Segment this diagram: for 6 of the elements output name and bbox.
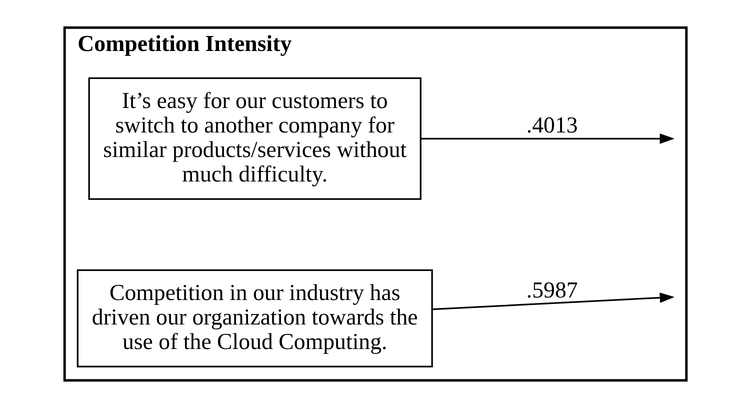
arrow: [432, 292, 675, 310]
edge-label: .5987: [526, 277, 578, 302]
arrow: [420, 134, 675, 144]
edge-label: .4013: [526, 112, 578, 138]
node-box: Competition in our industry has driven our organization towards the use of the Cloud Computing.: [76, 269, 433, 368]
node-box: It’s easy for our customers to switch to another company for similar products/services without much difficulty.: [88, 77, 422, 200]
